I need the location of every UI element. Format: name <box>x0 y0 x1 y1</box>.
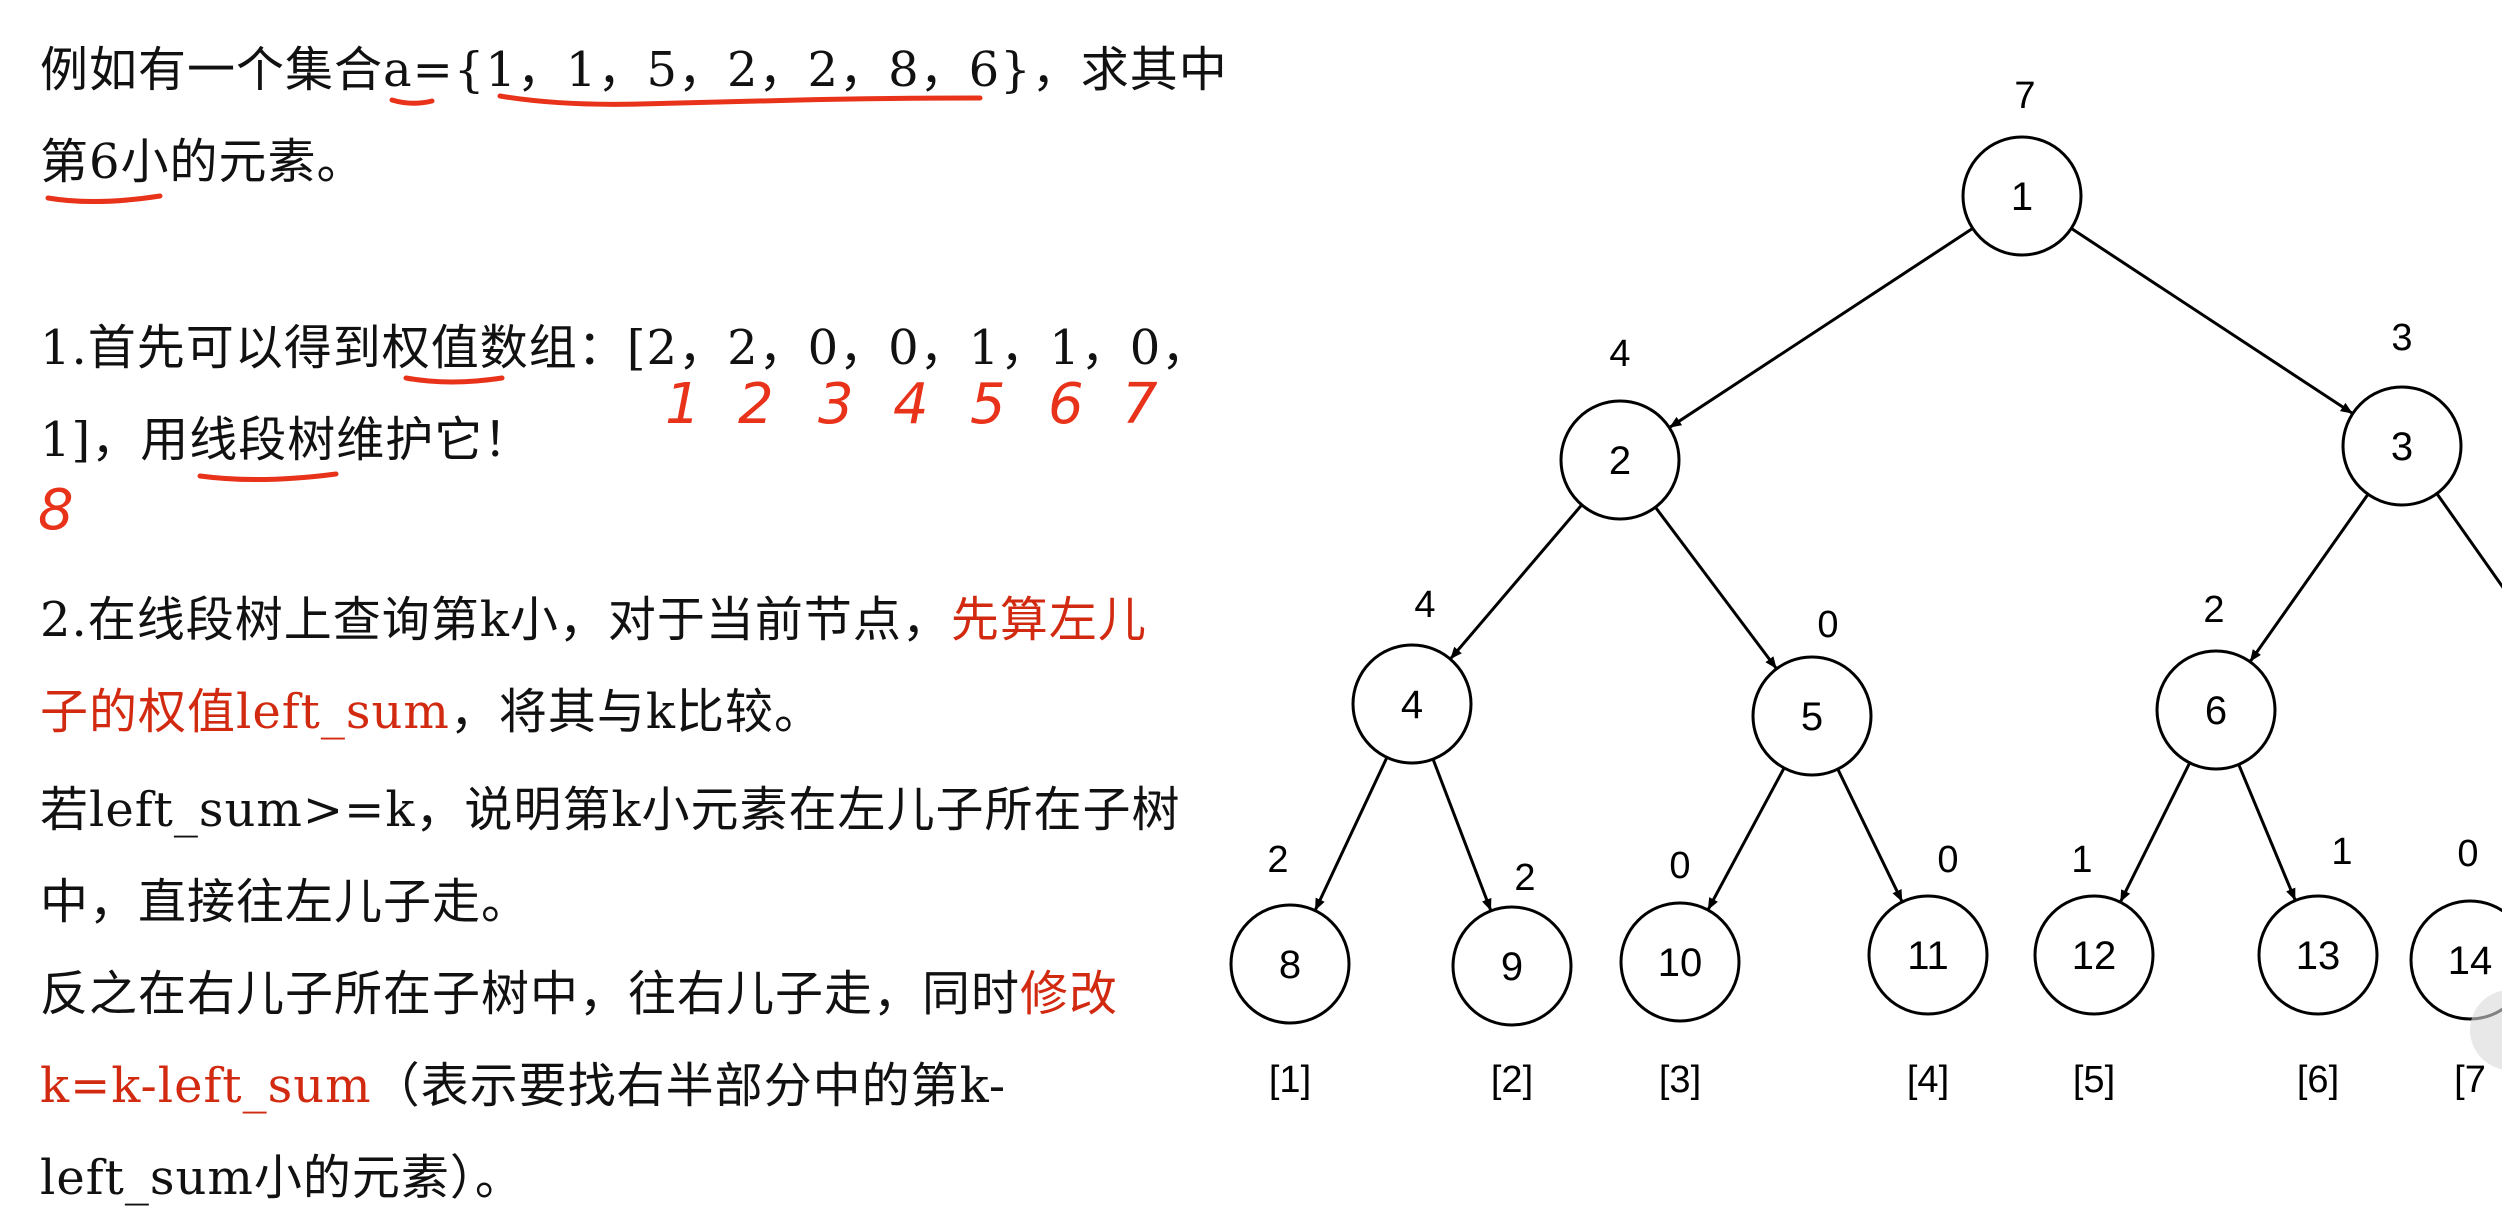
leaf-index-label-7: [7 <box>2454 1059 2486 1101</box>
edge-6-13 <box>2237 763 2297 901</box>
handwritten-index-6: 6 <box>1048 372 1084 437</box>
text-line-9b: 修改 <box>1020 966 1119 1022</box>
underline-segment-tree <box>197 471 339 483</box>
handwritten-index-5: 5 <box>970 372 1006 437</box>
tree-node-label-10: 10 <box>1658 941 1703 985</box>
edge-5-10 <box>1707 767 1786 911</box>
tree-node-5 <box>1751 655 1873 777</box>
tree-weight-12: 1 <box>2071 839 2092 881</box>
tree-node-1 <box>1961 135 2083 257</box>
text-line-10b: （表示要找右半部分中的第k- <box>371 1058 1007 1114</box>
tree-node-6 <box>2155 649 2277 771</box>
text-line-8: 中，直接往左儿子走。 <box>40 874 531 930</box>
text-line-3: 1.首先可以得到权值数组：[2，2，0，0，1，1，0， <box>40 320 1211 376</box>
underline-weight <box>403 375 505 385</box>
leaf-index-label-5: [5] <box>2073 1059 2115 1101</box>
tree-node-10 <box>1619 901 1741 1023</box>
tree-weight-2: 4 <box>1609 333 1630 375</box>
tree-node-label-8: 8 <box>1279 943 1301 987</box>
text-line-5a: 2.在线段树上查询第k小，对于当前节点， <box>40 592 951 648</box>
edge-1-2 <box>1669 227 1974 429</box>
handwritten-index-4: 4 <box>893 372 929 437</box>
handwritten-index-7: 7 <box>1122 372 1158 437</box>
leaf-index-label-6: [6] <box>2297 1059 2339 1101</box>
tree-node-11 <box>1867 894 1989 1016</box>
edge-4-9 <box>1431 758 1493 911</box>
text-line-6a: 子的权值left_sum <box>40 684 450 740</box>
tree-weight-5: 0 <box>1817 604 1838 646</box>
tree-node-13 <box>2257 894 2379 1016</box>
tree-node-14 <box>2409 899 2502 1021</box>
handwritten-index-3: 3 <box>818 372 854 437</box>
tree-weight-13: 1 <box>2331 831 2352 873</box>
text-line-6: 子的权值left_sum，将其与k比较。 <box>40 682 823 742</box>
tree-node-label-5: 5 <box>1801 695 1823 739</box>
tree-weight-14: 0 <box>2457 833 2478 875</box>
edge-1-3 <box>2070 227 2353 415</box>
tree-node-label-2: 2 <box>1609 439 1631 483</box>
text-line-11: left_sum小的元素）。 <box>40 1150 524 1206</box>
tree-weight-10: 0 <box>1669 845 1690 887</box>
tree-node-label-13: 13 <box>2296 934 2341 978</box>
text-line-2: 第6小的元素。 <box>40 134 366 190</box>
text-line-6b: ，将其与k比较。 <box>449 684 823 740</box>
edge-6-12 <box>2119 762 2192 903</box>
handwritten-eight: 8 <box>38 478 74 543</box>
tree-node-2 <box>1559 399 1681 521</box>
edge-3-6 <box>2249 493 2370 662</box>
tree-weight-6: 2 <box>2203 589 2224 631</box>
edge-5-11 <box>1836 768 1904 902</box>
underline-a <box>389 97 435 106</box>
handwritten-index-1: 1 <box>665 372 701 437</box>
text-line-4: 1]，用线段树维护它！ <box>40 412 533 468</box>
tree-node-4 <box>1351 643 1473 765</box>
tree-weight-3: 3 <box>2391 317 2412 359</box>
tree-node-label-4: 4 <box>1401 683 1423 727</box>
leaf-index-label-1: [1] <box>1269 1059 1311 1101</box>
tree-node-label-11: 11 <box>1907 934 1949 978</box>
leaf-index-label-3: [3] <box>1659 1059 1701 1101</box>
tree-node-8 <box>1229 903 1351 1025</box>
tree-weight-9: 2 <box>1514 857 1535 899</box>
tree-node-label-3: 3 <box>2391 425 2413 469</box>
tree-weight-11: 0 <box>1937 839 1958 881</box>
handwritten-index-2: 2 <box>738 372 774 437</box>
tree-node-9 <box>1451 905 1573 1027</box>
tree-weight-4: 4 <box>1414 584 1435 626</box>
underline-6th-small <box>45 193 163 205</box>
text-line-9: 反之在右儿子所在子树中，往右儿子走，同时修改 <box>40 964 1118 1024</box>
edge-2-4 <box>1449 503 1583 660</box>
tree-node-label-9: 9 <box>1501 945 1523 989</box>
edge-4-8 <box>1314 756 1389 911</box>
tree-node-12 <box>2033 894 2155 1016</box>
edge-decoration <box>2470 990 2502 1070</box>
edge-2-5 <box>1654 506 1778 669</box>
tree-node-label-1: 1 <box>2011 175 2033 219</box>
leaf-index-label-4: [4] <box>1907 1059 1949 1101</box>
text-line-5b: 先算左儿 <box>950 592 1147 648</box>
leaf-index-label-2: [2] <box>1491 1059 1533 1101</box>
text-line-1: 例如有一个集合a={1，1，5，2，2，8，6}，求其中 <box>40 42 1228 98</box>
text-line-7: 若left_sum>=k，说明第k小元素在左儿子所在子树 <box>40 782 1181 838</box>
tree-node-3 <box>2341 385 2463 507</box>
edge-3-7 <box>2435 492 2502 589</box>
tree-weight-8: 2 <box>1267 839 1288 881</box>
text-line-10a: k=k-left_sum <box>40 1058 372 1114</box>
text-line-9a: 反之在右儿子所在子树中，往右儿子走，同时 <box>40 966 1021 1022</box>
tree-node-label-6: 6 <box>2205 689 2227 733</box>
tree-weight-1: 7 <box>2014 75 2035 117</box>
tree-node-label-14: 14 <box>2448 939 2493 983</box>
tree-node-label-12: 12 <box>2072 934 2117 978</box>
text-line-5: 2.在线段树上查询第k小，对于当前节点，先算左儿 <box>40 590 1147 650</box>
text-line-10: k=k-left_sum（表示要找右半部分中的第k- <box>40 1056 1006 1116</box>
